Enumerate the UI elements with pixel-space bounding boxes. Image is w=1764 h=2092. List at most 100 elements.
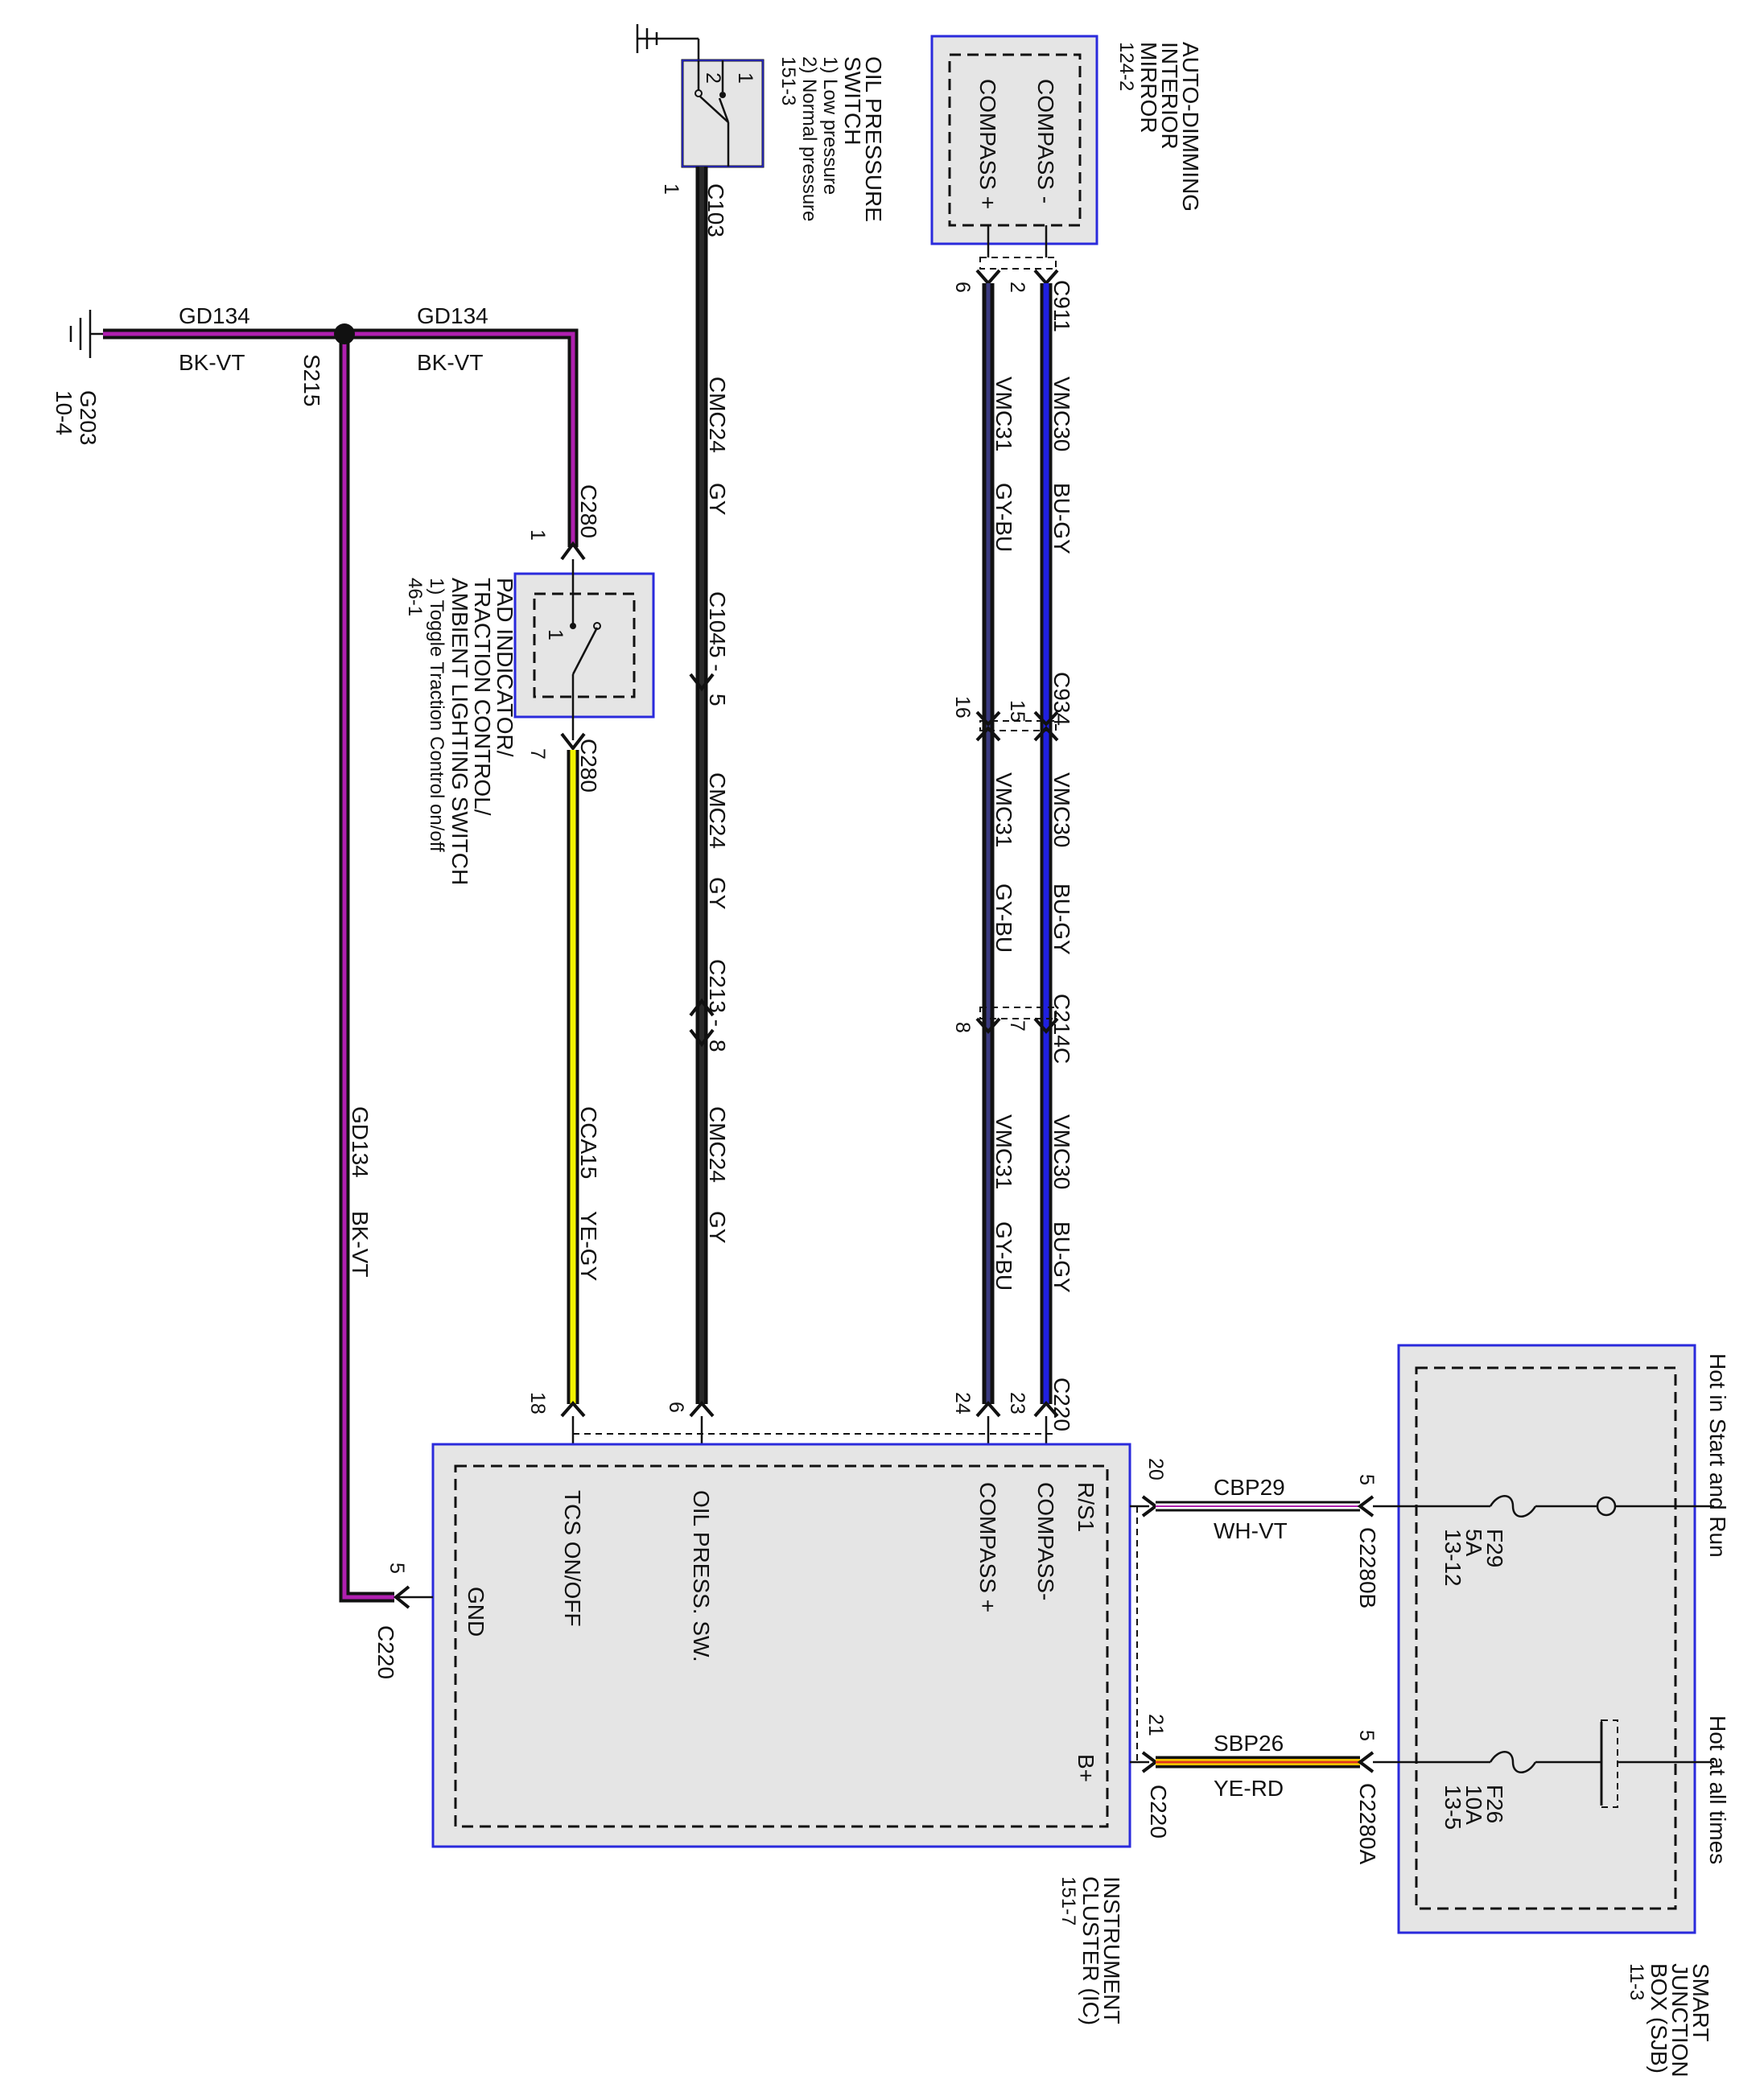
c2280b-connector: 5 C2280B (1355, 1474, 1380, 1608)
sjb-hot-run: Hot in Start and Run (1705, 1353, 1730, 1558)
c220-bplus-label: C220 (1146, 1785, 1171, 1839)
c220-gnd-label: C220 (373, 1625, 398, 1679)
c214c-pin-b: 8 (951, 1022, 974, 1033)
mirror-title2: INTERIOR (1157, 42, 1182, 150)
c220-top-pin-18: 18 (526, 1392, 549, 1415)
c214c-connector: C214C 7 8 (951, 994, 1074, 1064)
c911-pin-a: 2 (1006, 282, 1028, 293)
c220-top-connector: C220 23 24 6 18 (526, 1378, 1074, 1444)
cmc24-3-circuit: CMC24 (705, 1106, 730, 1183)
sjb-title2: JUNCTION (1667, 1963, 1692, 2078)
c1045-label: C1045 - (705, 591, 730, 672)
c220-top-pin-6: 6 (665, 1402, 687, 1413)
vmc30-2-color: BU-GY (1049, 883, 1074, 955)
gd134-top-left-circuit: GD134 (179, 303, 250, 328)
gd134-vertical-circuit: GD134 (348, 1106, 373, 1178)
cluster-ref: 151-7 (1057, 1876, 1079, 1925)
vmc31-2-color: GY-BU (991, 883, 1016, 953)
cca15-circuit: CCA15 (576, 1106, 601, 1179)
c911-connector: C911 2 6 (951, 257, 1074, 332)
splice-s215-dot (334, 323, 355, 344)
c220-bplus-connector: 21 C220 (1130, 1714, 1171, 1839)
cluster-oil-press-sw: OIL PRESS. SW. (689, 1490, 714, 1662)
mirror-box: COMPASS - COMPASS + (930, 35, 1098, 257)
c220-gnd-connector: 5 C220 (373, 1563, 433, 1679)
cmc24-2-circuit: CMC24 (705, 772, 730, 849)
c2280b-label: C2280B (1355, 1527, 1380, 1608)
gd134-top-left-color: BK-VT (179, 350, 245, 375)
sjb-title: SMART (1688, 1963, 1713, 2042)
splice-s215-label: S215 (299, 354, 324, 406)
c214c-pin-a: 7 (1006, 1020, 1028, 1032)
sbp26-color: YE-RD (1214, 1776, 1284, 1801)
rs1-connector: 20 (1130, 1458, 1167, 1518)
vmc30-3-circuit: VMC30 (1049, 1114, 1074, 1189)
oil-switch-title: OIL PRESSURE (861, 56, 886, 222)
wire-gd134-top (103, 328, 579, 547)
c220-bplus-pin: 21 (1144, 1714, 1167, 1736)
cbp29-circuit: CBP29 (1214, 1475, 1285, 1500)
sjb-f26-ref: 13-5 (1440, 1785, 1465, 1830)
c280-top-pin: 1 (526, 529, 549, 541)
sjb-f26-label: F26 (1482, 1785, 1507, 1823)
tcs-switch-title: PAD INDICATOR/ (493, 578, 517, 757)
gd134-vertical-color: BK-VT (348, 1211, 373, 1277)
sjb-f29-amp: 5A (1461, 1529, 1486, 1557)
cluster-gnd: GND (464, 1587, 488, 1637)
mirror-pin-minus: COMPASS - (1033, 79, 1058, 204)
cluster-bplus: B+ (1074, 1754, 1098, 1782)
sjb-f29-ref: 13-12 (1440, 1529, 1465, 1587)
cca15-color: YE-GY (576, 1211, 601, 1281)
g203-label: G203 (76, 390, 101, 446)
cluster-rs1: R/S1 (1074, 1482, 1098, 1532)
sjb-ref: 11-3 (1626, 1963, 1647, 2000)
sjb-box: F29 5A 13-12 F26 10A 13-5 (1373, 1344, 1714, 1934)
c280-top-connector: C280 1 (526, 484, 601, 561)
cmc24-3-color: GY (705, 1211, 730, 1244)
c911-pin-b: 6 (951, 282, 974, 293)
oil-switch-ref: 151-3 (777, 56, 799, 105)
vmc31-2-circuit: VMC31 (991, 772, 1016, 847)
gd134-top-right-circuit: GD134 (417, 303, 488, 328)
cluster-compass-plus: COMPASS + (975, 1482, 1000, 1612)
oil-switch-note2: 2) Normal pressure (798, 56, 820, 221)
cluster-compass-minus: COMPASS- (1033, 1482, 1058, 1600)
c213-pin: 8 (705, 1040, 730, 1052)
c103-pin: 1 (660, 183, 682, 195)
vmc31-1-circuit: VMC31 (991, 377, 1016, 451)
c934-connector: C934 15 16 (951, 672, 1074, 742)
cluster-title2: CLUSTER (IC) (1078, 1876, 1103, 2025)
sjb-title3: BOX (SJB) (1647, 1963, 1671, 2073)
mirror-title: AUTO-DIMMING (1178, 42, 1203, 212)
oil-contact-1: 1 (734, 72, 756, 84)
vmc31-3-color: GY-BU (991, 1221, 1016, 1291)
c911-label: C911 (1049, 280, 1074, 332)
wire-gd134-vertical (339, 334, 394, 1603)
c2280a-connector: 5 C2280A (1355, 1730, 1380, 1865)
oil-switch-note1: 1) Low pressure (819, 56, 841, 195)
oil-switch-title2: SWITCH (840, 56, 865, 145)
cbp29-color: WH-VT (1214, 1518, 1288, 1543)
cluster-tcs-onoff: TCS ON/OFF (560, 1490, 585, 1627)
c934-pin-a: 15 (1006, 700, 1028, 723)
instrument-cluster-box: R/S1 COMPASS- COMPASS + OIL PRESS. SW. T… (431, 1443, 1131, 1848)
c280-bottom-label: C280 (576, 739, 601, 793)
cmc24-1-circuit: CMC24 (705, 377, 730, 453)
cmc24-2-color: GY (705, 877, 730, 910)
mirror-ref: 124-2 (1115, 42, 1137, 91)
vmc30-2-circuit: VMC30 (1049, 772, 1074, 847)
tcs-switch-title2: TRACTION CONTROL/ (470, 578, 495, 816)
ground-g203: G203 10-4 (52, 310, 103, 446)
c220-top-label: C220 (1049, 1378, 1074, 1431)
sjb-f26-amp: 10A (1461, 1785, 1486, 1825)
c214c-label: C214C (1049, 994, 1074, 1064)
c1045-pin: 5 (705, 694, 730, 706)
mirror-title3: MIRROR (1136, 42, 1161, 134)
tcs-contact-1: 1 (544, 629, 567, 640)
tcs-switch-box: 1 (513, 559, 655, 740)
sjb-hot-all: Hot at all times (1705, 1715, 1730, 1864)
tcs-switch-ref: 46-1 (404, 578, 426, 616)
g203-ref: 10-4 (52, 390, 76, 435)
vmc31-3-circuit: VMC31 (991, 1114, 1016, 1189)
sjb-f29-label: F29 (1482, 1529, 1507, 1567)
